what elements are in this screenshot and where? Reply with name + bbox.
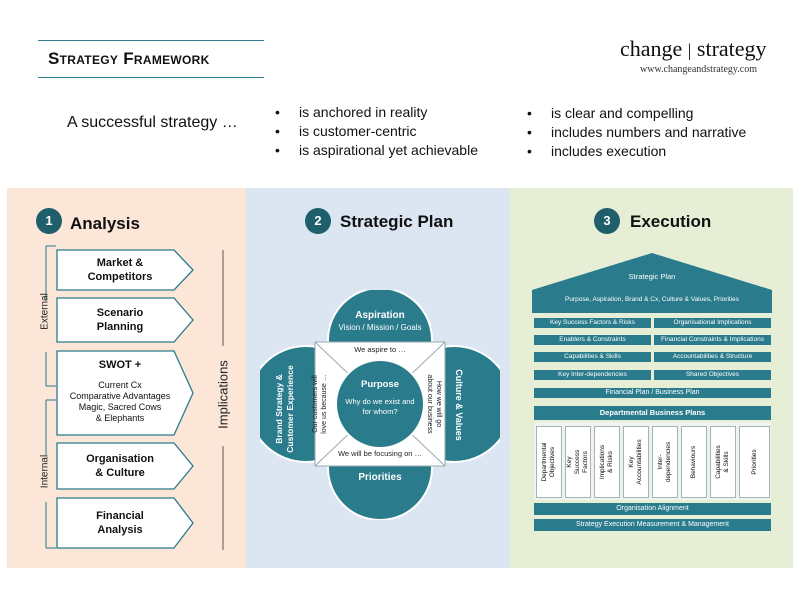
bullet-item: •includes numbers and narrative: [527, 124, 747, 140]
page-title: Strategy Framework: [48, 49, 210, 68]
col-capabilities: Capabilities & Skills: [710, 426, 736, 498]
analysis-item-scenario: Scenario Planning: [56, 297, 194, 343]
logo-sep: |: [687, 40, 692, 60]
section-number-3: 3: [594, 208, 620, 234]
priorities-label: Priorities: [358, 472, 402, 483]
implications-line: [222, 250, 224, 550]
grid-right-0: Organisational Implications: [654, 318, 771, 328]
grid-right-2: Accountabilities & Structure: [654, 352, 771, 362]
aspiration-sub: Vision / Mission / Goals: [338, 323, 422, 332]
intro-lead: A successful strategy …: [67, 114, 238, 131]
external-label: External: [39, 293, 51, 330]
col-key-success: Key Success Factors: [565, 426, 591, 498]
financial-plan-bar: Financial Plan / Business Plan: [534, 388, 771, 398]
purpose-title: Purpose: [360, 379, 399, 390]
culture-values-label: Culture & Values: [454, 369, 464, 441]
execution-roof: [532, 253, 772, 313]
section-number-1: 1: [36, 208, 62, 234]
focus-text: We will be focusing on …: [337, 449, 423, 458]
bullet-col-1: •is anchored in reality •is customer-cen…: [275, 104, 478, 161]
roof-title: Strategic Plan: [628, 272, 676, 281]
analysis-item-swot: SWOT + Current Cx Comparative Advantages…: [56, 350, 194, 436]
bullet-item: •includes execution: [527, 143, 667, 159]
grid-left-2: Capabilities & Skills: [534, 352, 651, 362]
col-behaviours: Behaviours: [681, 426, 707, 498]
logo: change | strategy: [620, 36, 767, 62]
internal-label: Internal: [39, 454, 51, 489]
strategic-plan-diagram: [260, 290, 500, 520]
col-priorities: Priorities: [739, 426, 770, 498]
grid-left-1: Enablers & Constraints: [534, 335, 651, 345]
analysis-brackets: [45, 245, 56, 549]
title-box: Strategy Framework: [38, 40, 264, 78]
dept-plans-bar: Departmental Business Plans: [534, 406, 771, 420]
logo-left: change: [620, 36, 683, 61]
col-implications: Implications & Risks: [594, 426, 620, 498]
bullet-col-2: •is clear and compelling •includes numbe…: [527, 105, 746, 162]
analysis-title: Analysis: [70, 214, 140, 233]
analysis-item-financial: Financial Analysis: [56, 497, 194, 549]
brand-strategy-label: Brand Strategy & Customer Experience: [274, 365, 295, 453]
aspire-text: We aspire to …: [354, 345, 406, 354]
grid-left-0: Key Success Factors & Risks: [534, 318, 651, 328]
bullet-item: •is customer-centric: [275, 123, 417, 139]
bullet-item: •is anchored in reality: [275, 104, 428, 120]
implications-label: Implications: [215, 360, 231, 429]
grid-left-3: Key Inter-dependencies: [534, 370, 651, 380]
bullet-item: •is aspirational yet achievable: [275, 142, 478, 158]
execution-title: Execution: [630, 212, 712, 231]
analysis-item-organisation: Organisation & Culture: [56, 442, 194, 490]
aspiration-title: Aspiration: [355, 310, 405, 321]
grid-right-1: Financial Constraints & Implications: [654, 335, 771, 345]
bullet-item: •is clear and compelling: [527, 105, 694, 121]
col-accountabilities: Key Accountabilities: [623, 426, 649, 498]
purpose-sub: Why do we exist and for whom?: [345, 397, 415, 416]
col-dept-objectives: Departmental Objectives: [536, 426, 562, 498]
grid-right-3: Shared Objectives: [654, 370, 771, 380]
org-alignment-bar: Organisation Alignment: [534, 503, 771, 515]
roof-sub: Purpose, Aspiration, Brand & Cx, Culture…: [564, 296, 739, 303]
strategic-plan-title: Strategic Plan: [340, 212, 454, 231]
section-number-2: 2: [305, 208, 331, 234]
logo-url: www.changeandstrategy.com: [640, 64, 757, 75]
measurement-bar: Strategy Execution Measurement & Managem…: [534, 519, 771, 531]
analysis-item-market: Market & Competitors: [56, 249, 194, 291]
col-interdependencies: Inter- dependencies: [652, 426, 678, 498]
logo-right: strategy: [696, 36, 767, 61]
